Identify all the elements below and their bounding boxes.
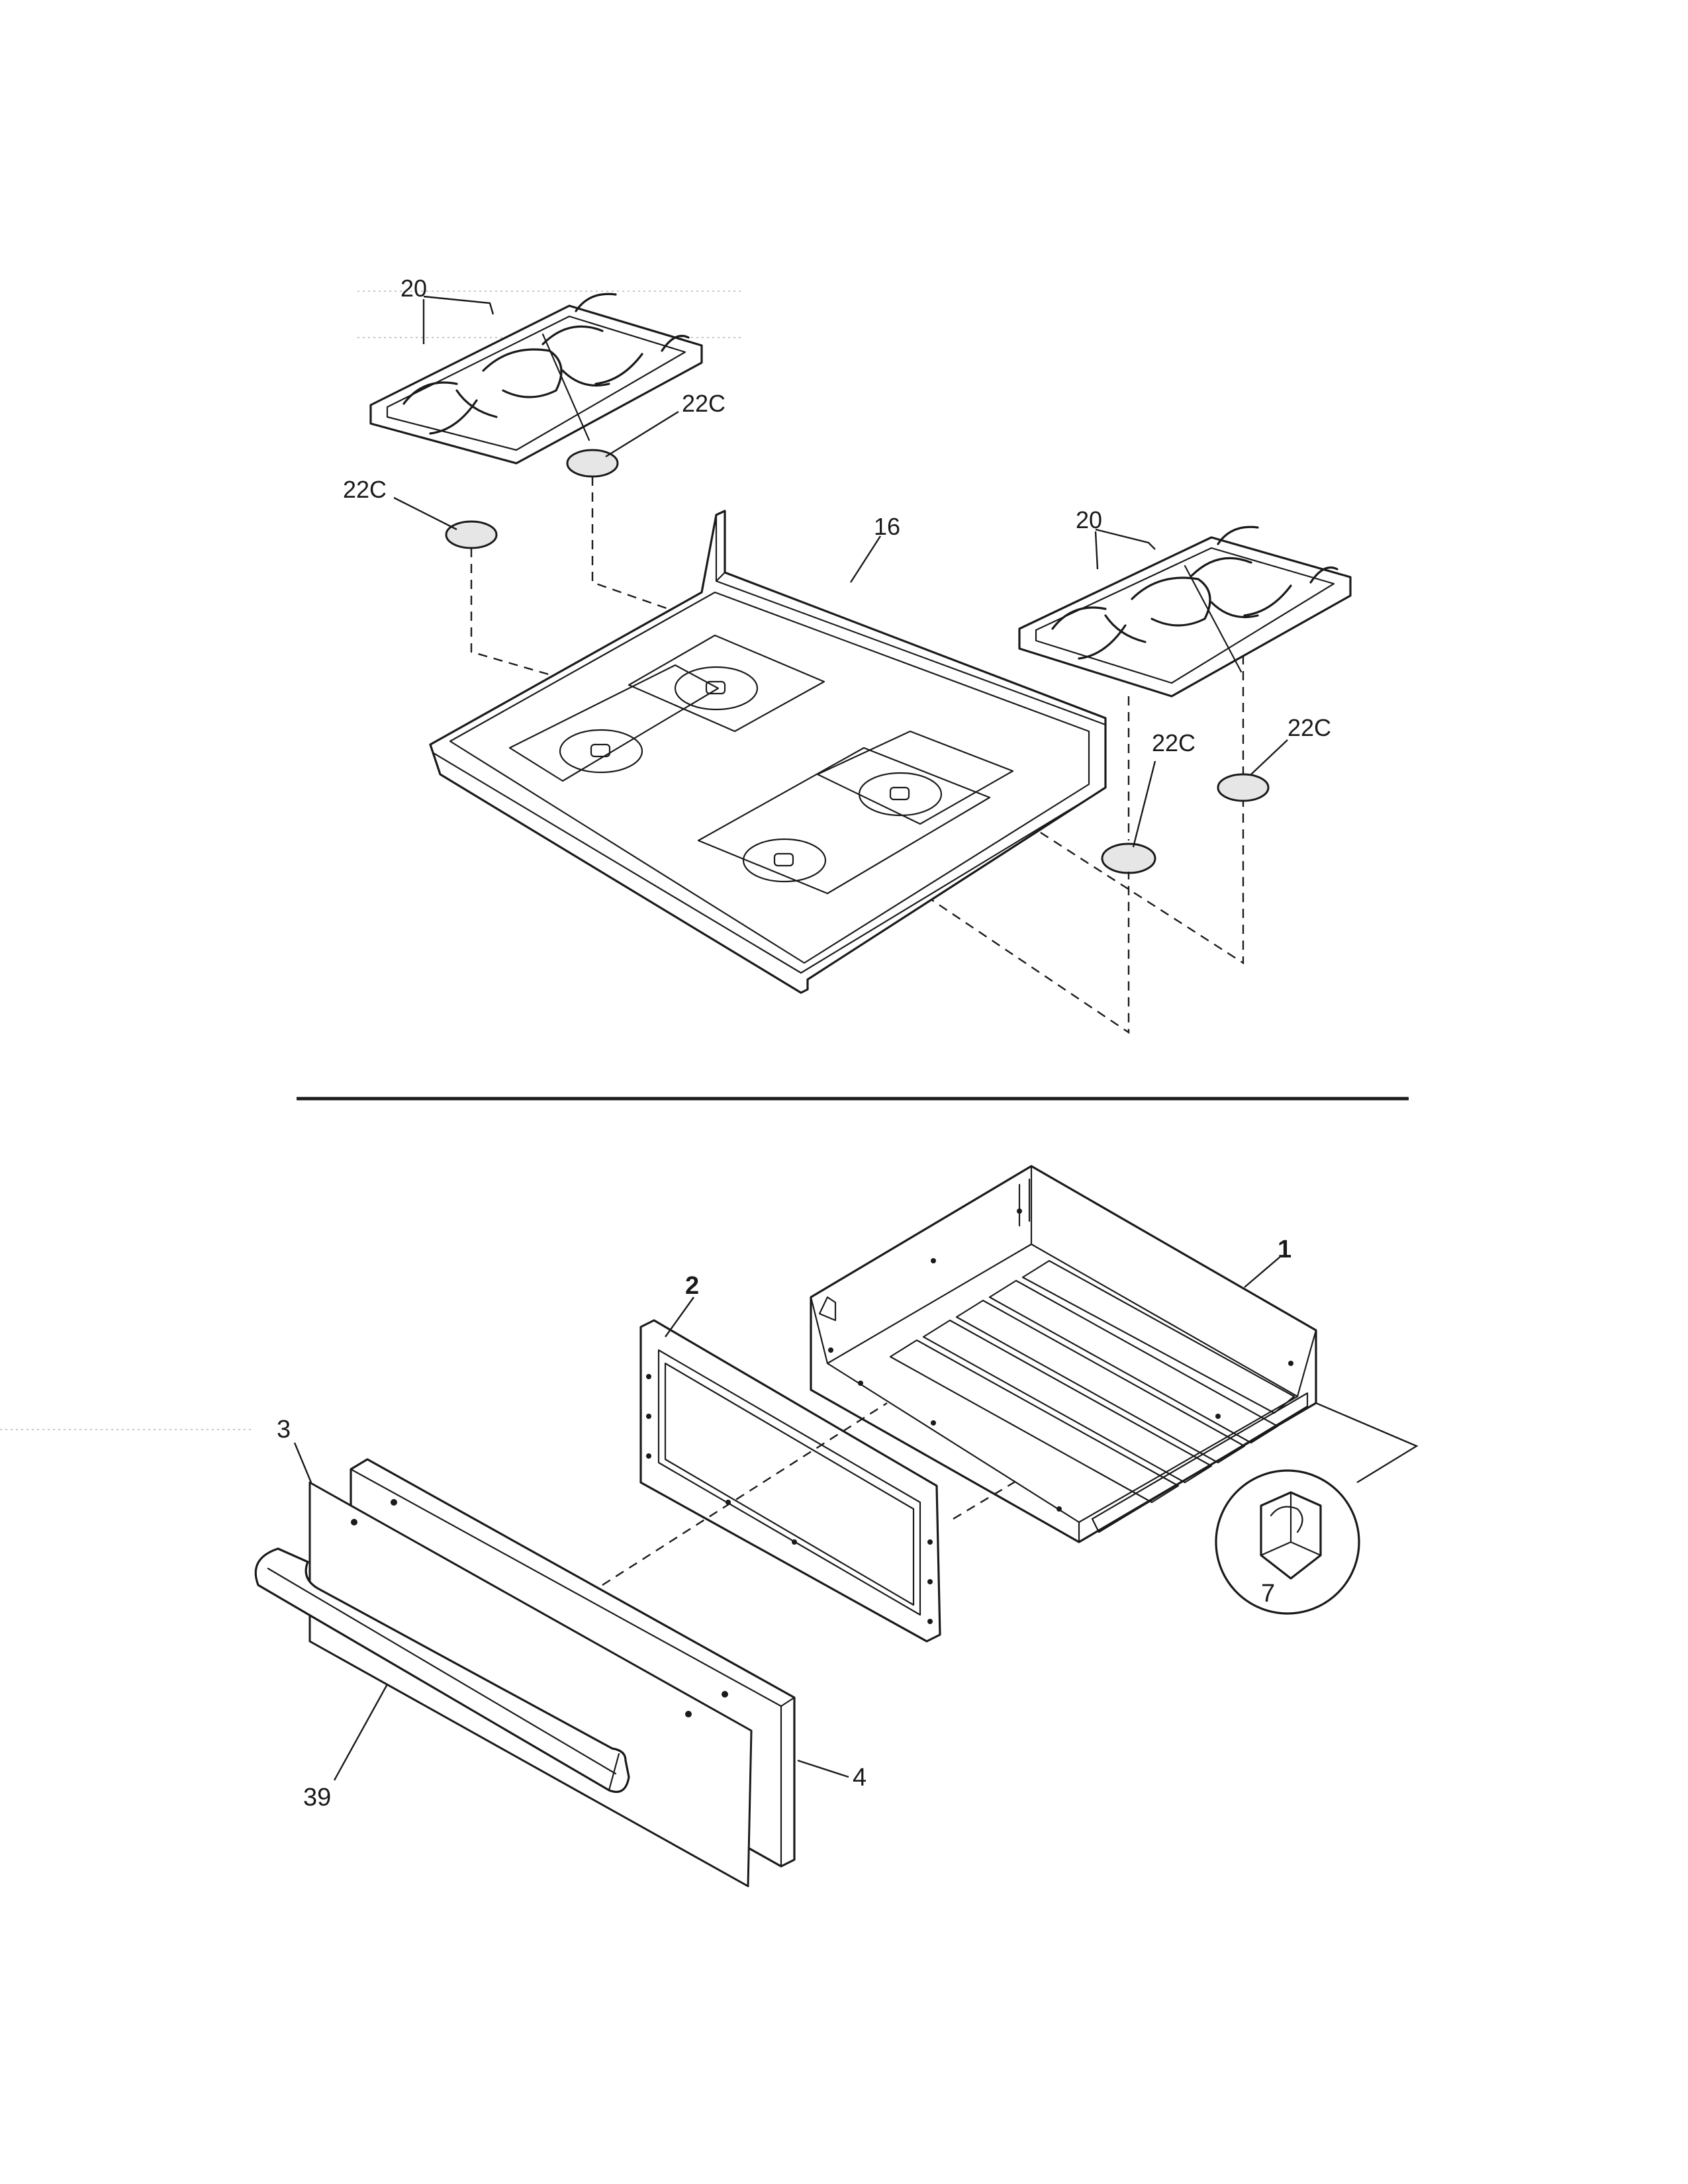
top-section: 20 22C 22C 16 20 22C 22C (343, 275, 1352, 1034)
callout-cap-right-bottom: 22C (1152, 729, 1196, 756)
callout-cap-left-top: 22C (682, 390, 726, 417)
callout-drawer-front-inner: 3 (277, 1416, 291, 1443)
callout-cap-left-bottom: 22C (343, 476, 387, 503)
callout-drawer-body: 1 (1278, 1236, 1291, 1263)
drawer-body (810, 1165, 1317, 1543)
drawer-handle (254, 1547, 630, 1794)
right-burner-grate (1018, 525, 1352, 698)
callout-clip-detail: 7 (1261, 1580, 1275, 1608)
callout-grate-right: 20 (1076, 506, 1102, 533)
bottom-callouts: 1 2 3 39 4 7 (277, 1236, 1291, 1811)
left-burner-caps (445, 449, 619, 549)
clip-detail-bubble (1215, 1402, 1419, 1615)
callout-cooktop: 16 (874, 513, 900, 540)
top-leader-lines (393, 295, 1288, 848)
bottom-section: 1 2 3 39 4 7 (254, 1165, 1419, 1888)
callout-drawer-front-outer: 4 (853, 1764, 867, 1792)
drawer-panel-frame (639, 1319, 941, 1643)
callout-cap-right-top: 22C (1288, 714, 1331, 741)
right-burner-caps (1101, 773, 1270, 874)
callout-drawer-panel-frame: 2 (685, 1272, 699, 1300)
cooktop (429, 510, 1107, 994)
top-callouts: 20 22C 22C 16 20 22C 22C (343, 275, 1331, 756)
callout-grate-left: 20 (400, 275, 427, 302)
bottom-leader-lines (293, 1255, 1282, 1781)
left-burner-grate (369, 293, 703, 465)
callout-handle: 39 (303, 1784, 331, 1811)
